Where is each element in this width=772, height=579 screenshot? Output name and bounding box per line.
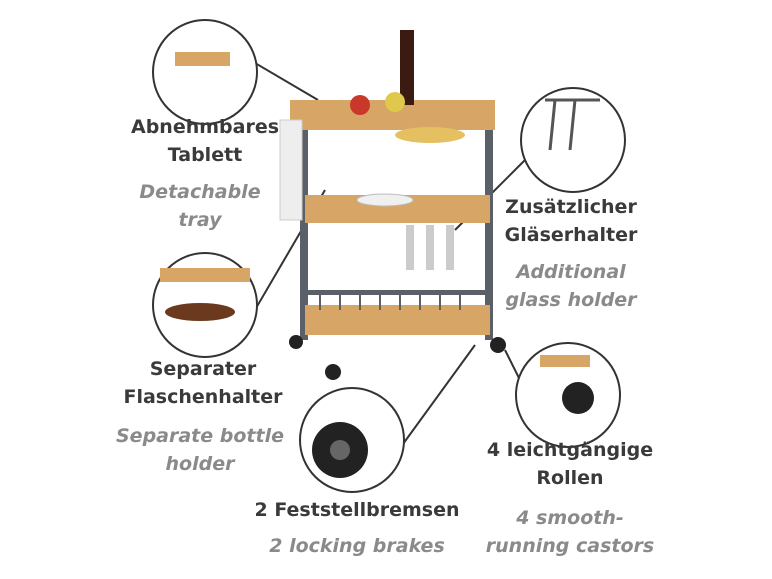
castors-label-en-line2: running castors	[485, 535, 655, 557]
serving-cart	[279, 30, 506, 380]
tray-detail	[175, 52, 230, 66]
bottle-label-en-line1: Separate bottle	[116, 425, 284, 447]
glass-label-de-line2: Gläserhalter	[504, 224, 638, 246]
tray-label-en-line1: Detachable	[139, 181, 261, 203]
tray-label-de-line1: Abnehmbares	[130, 116, 280, 138]
glass-detail-circle	[520, 87, 626, 193]
brakes-label-en: 2 locking brakes	[269, 532, 445, 560]
glass-label-de-line1: Zusätzlicher	[505, 196, 637, 218]
glass-label-de: Zusätzlicher Gläserhalter	[505, 193, 638, 249]
castors-label-en-line1: 4 smooth-	[516, 507, 624, 529]
tray-label-de-line2: Tablett	[167, 144, 243, 166]
castors-label-de: 4 leichtgängige Rollen	[487, 436, 653, 492]
bottle-label-en-line2: holder	[165, 453, 235, 475]
glass-label-en-line1: Additional	[516, 261, 626, 283]
tray-label-en-line2: tray	[178, 209, 222, 231]
glass-label-en: Additional glass holder	[505, 258, 636, 314]
brakes-label-de-line1: 2 Feststellbremsen	[254, 499, 460, 521]
glass-label-en-line2: glass holder	[505, 289, 637, 311]
bottle-label-de-line2: Flaschenhalter	[123, 386, 283, 408]
tray-label-en: Detachable tray	[139, 178, 260, 234]
bottle-label-en: Separate bottle holder	[116, 422, 284, 478]
castors-label-de-line2: Rollen	[536, 467, 604, 489]
bottle-label-de: Separater Flaschenhalter	[123, 355, 282, 411]
castors-label-en: 4 smooth- running castors	[486, 504, 654, 560]
brakes-label-en-line1: 2 locking brakes	[269, 535, 445, 557]
tray-label-de: Abnehmbares Tablett	[131, 113, 279, 169]
bottle-label-de-line1: Separater	[149, 358, 257, 380]
tray-detail-circle	[152, 19, 258, 125]
detail-circles	[152, 19, 626, 493]
castors-label-de-line1: 4 leichtgängige	[486, 439, 654, 461]
brakes-label-de: 2 Feststellbremsen	[254, 496, 459, 524]
